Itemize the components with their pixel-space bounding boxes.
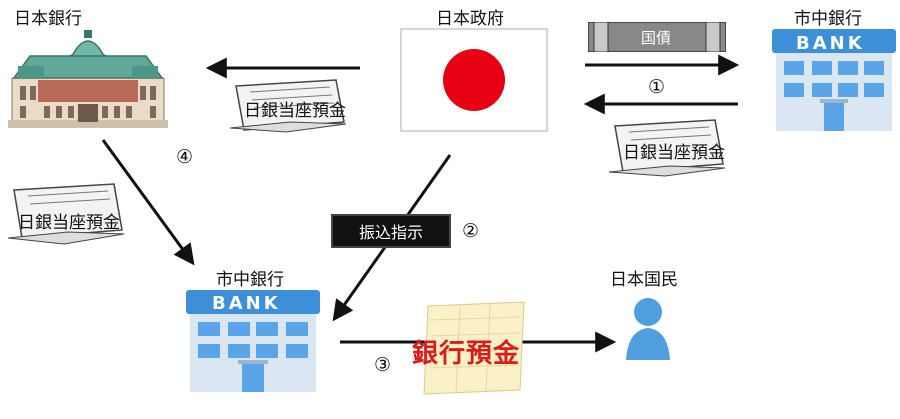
transfer-instruction-tag: 振込指示: [331, 214, 451, 248]
bank-top-label: 市中銀行: [794, 9, 862, 29]
bank-bottom-sign: BANK: [212, 293, 281, 314]
bank-top-sign: BANK: [796, 33, 865, 54]
boj-building-icon: [8, 30, 168, 128]
passbook-icon-3: [7, 183, 125, 245]
bank-building-icon: [772, 29, 896, 131]
deposit-slip-icon: [423, 301, 525, 395]
bond-certificate-icon: [588, 22, 726, 52]
government-bond-label: 国債: [640, 28, 671, 47]
boj-deposit-label-3: 日銀当座預金: [18, 213, 120, 233]
passbook-icon-2: [608, 119, 726, 177]
government-label: 日本政府: [436, 9, 504, 29]
boj-label: 日本銀行: [14, 9, 82, 29]
bank-bottom-label: 市中銀行: [216, 270, 284, 290]
step-one: ①: [648, 76, 666, 98]
bank-deposit-label: 銀行預金: [412, 339, 521, 369]
passbook-icon: [229, 79, 347, 133]
step-two: ②: [462, 220, 480, 242]
bank-building-icon-2: [186, 290, 320, 392]
japan-flag-icon: [400, 28, 548, 132]
boj-deposit-label-2: 日銀当座預金: [623, 143, 725, 163]
step-four: ④: [176, 146, 194, 168]
arrow-boj-to-bank: [101, 139, 195, 266]
step-three: ③: [374, 354, 392, 376]
boj-deposit-label-1: 日銀当座預金: [244, 101, 346, 121]
people-label: 日本国民: [610, 270, 678, 290]
person-icon: [626, 298, 670, 360]
